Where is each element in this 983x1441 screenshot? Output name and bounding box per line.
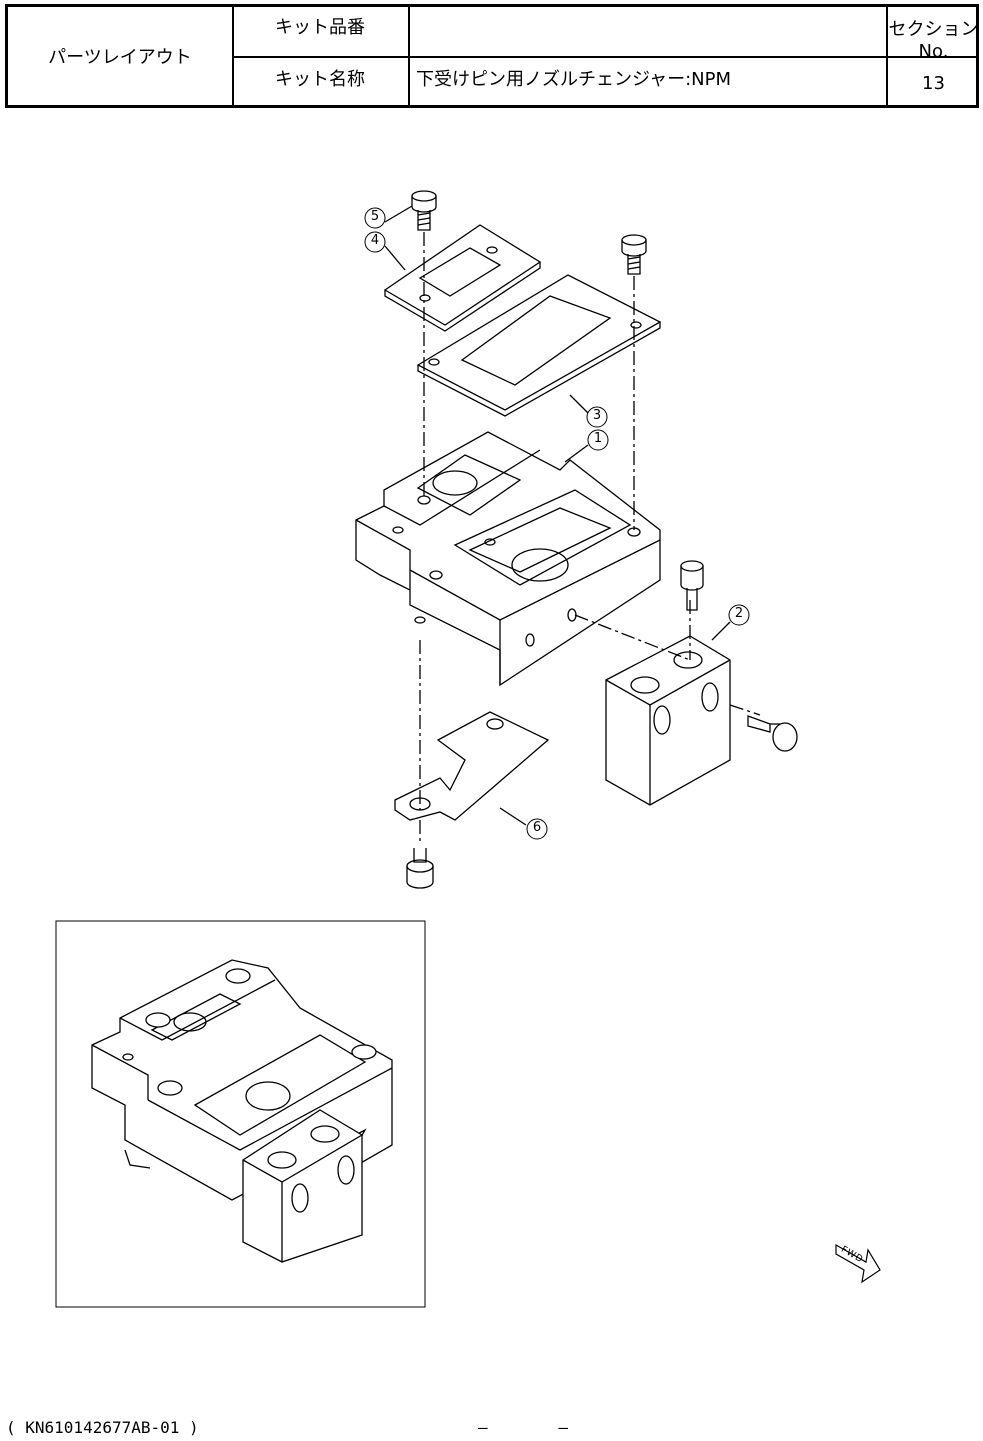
bolt-vertical xyxy=(681,561,703,610)
page-dash-left: — xyxy=(478,1418,488,1437)
callout-6: 6 xyxy=(531,820,543,835)
block-part-2 xyxy=(606,636,730,805)
document-code: ( KN610142677AB-01 ) xyxy=(6,1418,199,1437)
screw-part-5 xyxy=(412,191,436,230)
bracket-part-6 xyxy=(395,712,548,820)
plate-part-4 xyxy=(385,225,540,331)
callout-4: 4 xyxy=(369,233,381,248)
callout-5: 5 xyxy=(369,209,381,224)
callout-2: 2 xyxy=(733,606,745,621)
main-block-part-1 xyxy=(356,432,660,685)
page-dash-right: — xyxy=(558,1418,568,1437)
bolt-bottom xyxy=(407,848,433,888)
plate-part-3 xyxy=(418,275,660,416)
bolt-horizontal xyxy=(748,716,797,751)
assembled-view xyxy=(92,960,392,1262)
callout-1: 1 xyxy=(592,431,604,446)
screw-top-right xyxy=(622,235,646,274)
page-number: — — xyxy=(478,1418,568,1437)
callout-3: 3 xyxy=(591,408,603,423)
